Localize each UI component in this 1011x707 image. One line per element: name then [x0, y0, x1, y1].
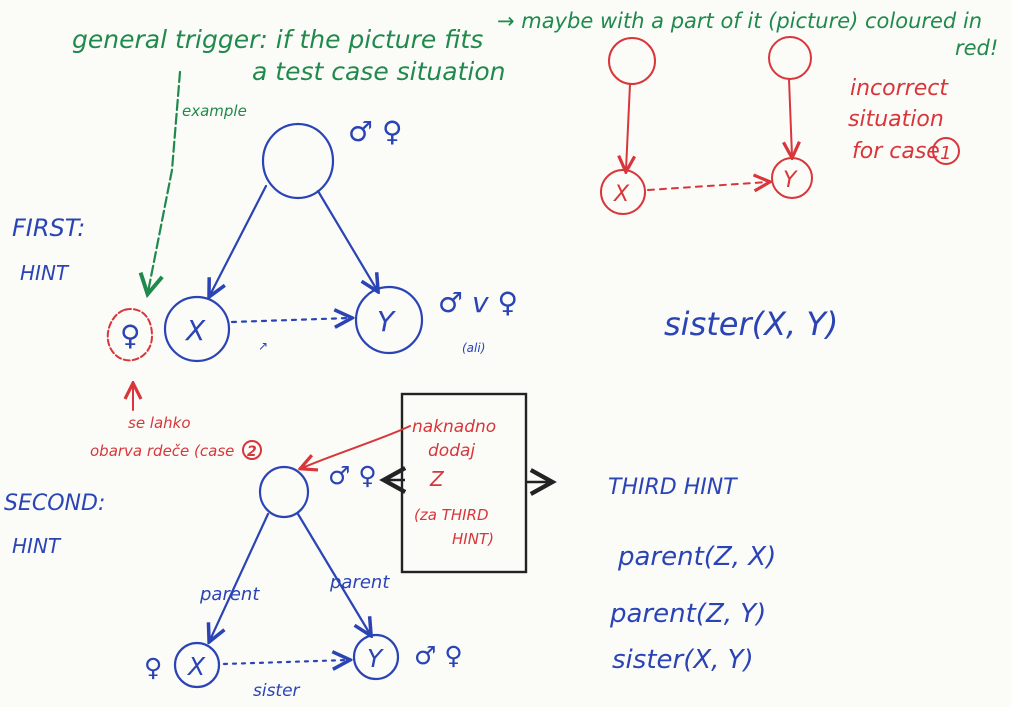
case-2-number: 2: [247, 444, 257, 460]
formula-parent-zy: parent(Z, Y): [609, 599, 766, 629]
second-label: SECOND:: [4, 491, 105, 516]
example-label: example: [182, 102, 247, 120]
parent-right-label: parent: [329, 572, 390, 593]
first-label: FIRST:: [12, 214, 85, 242]
red-highlight-circle: [106, 308, 154, 362]
incorrect-parent-right: [768, 36, 812, 80]
edge-parent-y: [316, 189, 377, 290]
incorrect-line2: situation: [848, 107, 944, 132]
parent-left-label: parent: [199, 584, 260, 605]
incorrect-situation-diagram: X Y incorrect situation for case 1: [600, 36, 960, 215]
node-y-2-label: Y: [367, 644, 384, 673]
sister-edge: [222, 660, 348, 664]
parent-z-node: [258, 465, 310, 519]
maybe-note: → maybe with a part of it (picture) colo…: [497, 9, 982, 33]
gender-symbols-y-2: ♂ ♀: [414, 641, 463, 670]
case-1-number: 1: [940, 143, 951, 164]
gender-symbols-z: ♂ ♀: [328, 461, 377, 490]
incorrect-node-y-label: Y: [783, 168, 798, 193]
node-x-label: X: [184, 314, 206, 347]
node-x: [163, 295, 231, 363]
incorrect-edge-left: [626, 83, 630, 170]
note-line4: (za THIRD: [414, 506, 489, 524]
gender-symbols-y: ♂ v ♀: [438, 286, 518, 319]
female-symbol-x-2: ♀: [144, 653, 162, 682]
note-to-parent-arrow: [302, 425, 411, 468]
example-arrow: [138, 70, 182, 299]
add-z-note-box: naknadno dodaj Z (za THIRD HINT): [302, 392, 557, 574]
second-hint-label: HINT: [12, 534, 62, 558]
third-hint-label: THIRD HINT: [608, 475, 738, 500]
edge-z-y: [296, 512, 370, 634]
red-note-line1: se lahko: [128, 414, 191, 432]
case-2-circle: [242, 440, 262, 460]
incorrect-node-x-label: X: [613, 182, 630, 207]
incorrect-line1: incorrect: [850, 76, 949, 101]
node-y: [354, 285, 424, 355]
small-mark: ↗: [258, 339, 268, 353]
note-line1: naknadno: [412, 417, 496, 437]
edge-parent-x: [210, 184, 268, 295]
female-symbol-x: ♀: [120, 319, 141, 352]
second-hint-diagram: parent parent X Y sister ♂ ♀ ♂ ♀ ♀: [144, 461, 463, 701]
note-line3: Z: [429, 467, 445, 491]
incorrect-sibling-edge: [647, 182, 768, 190]
edge-z-x: [210, 512, 270, 640]
incorrect-node-x: [600, 169, 646, 215]
parent-node: [261, 122, 335, 200]
case-1-circle: [932, 137, 960, 165]
first-hint-diagram: X Y ↗ ♂ ♀ ♂ v ♀ (ali) ♀ se lahko obarva …: [90, 115, 838, 460]
sister-formula: sister(X, Y): [664, 305, 838, 343]
node-y-label: Y: [377, 305, 396, 338]
incorrect-edge-right: [789, 78, 792, 156]
note-line2: dodaj: [428, 441, 475, 461]
trigger-note-line1: general trigger: if the picture fits: [72, 25, 483, 54]
formula-sister-xy: sister(X, Y): [612, 645, 754, 675]
incorrect-line3: for case: [852, 139, 940, 164]
red-note-line2: obarva rdeče (case: [90, 442, 234, 460]
node-x-2-label: X: [186, 652, 206, 681]
ali-note: (ali): [462, 341, 485, 355]
gender-symbols-parent: ♂ ♀: [348, 115, 403, 148]
node-x-2: [173, 641, 221, 689]
node-y-2: [352, 633, 400, 681]
sister-label: sister: [253, 681, 301, 701]
first-hint-label: HINT: [20, 261, 70, 285]
formula-parent-zx: parent(Z, X): [617, 542, 776, 572]
incorrect-parent-left: [608, 37, 656, 85]
trigger-note-line2: a test case situation: [252, 57, 505, 86]
sibling-edge: [230, 318, 350, 322]
note-line5: HINT): [452, 530, 494, 548]
maybe-note-end: red!: [955, 36, 998, 60]
